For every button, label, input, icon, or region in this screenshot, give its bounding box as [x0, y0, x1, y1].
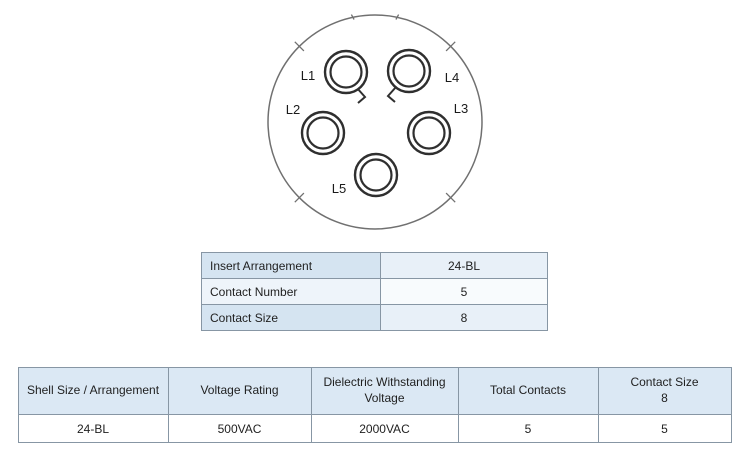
- key-right-icon: [386, 86, 397, 103]
- polarizing-keys: [355, 86, 397, 104]
- contact-inner-ring: [358, 158, 393, 192]
- contact-label-l4: L4: [444, 70, 458, 85]
- contact-label-l5: L5: [331, 181, 345, 196]
- spec-header-contact-size-title: Contact Size: [630, 375, 699, 390]
- spec-header-shell-size: Shell Size / Arrangement: [17, 367, 169, 415]
- contact-l2: L2: [285, 102, 345, 156]
- connector-diagram-svg: L1 L4 L2 L3: [266, 14, 483, 230]
- contact-number-value: 5: [380, 278, 548, 305]
- contact-l4: L4: [386, 48, 459, 94]
- contact-size-value: 8: [380, 304, 548, 331]
- insert-arrangement-value: 24-BL: [380, 252, 548, 279]
- shell-notch-ticks: [293, 14, 456, 203]
- contact-number-label: Contact Number: [201, 278, 381, 305]
- spec-header-row: Shell Size / Arrangement Voltage Rating …: [17, 367, 732, 415]
- contact-inner-ring: [328, 55, 363, 89]
- contact-inner-ring: [411, 116, 446, 150]
- spec-header-voltage-rating: Voltage Rating: [167, 367, 312, 415]
- key-left-icon: [355, 87, 366, 104]
- spec-cell-shell-size: 24-BL: [17, 414, 169, 443]
- contact-l1: L1: [300, 49, 368, 95]
- contact-label-l1: L1: [300, 68, 314, 83]
- table-row: Contact Size 8: [201, 304, 548, 331]
- spec-cell-contact-size: 5: [597, 414, 732, 443]
- contact-label-l3: L3: [453, 101, 467, 116]
- spec-cell-total-contacts: 5: [457, 414, 599, 443]
- contact-inner-ring: [391, 54, 426, 88]
- table-row: Insert Arrangement 24-BL: [201, 252, 548, 279]
- contact-l3: L3: [406, 101, 468, 156]
- spec-header-total-contacts: Total Contacts: [457, 367, 599, 415]
- contact-label-l2: L2: [285, 102, 299, 117]
- table-row: Contact Number 5: [201, 278, 548, 305]
- contact-inner-ring: [305, 116, 340, 150]
- insert-arrangement-label: Insert Arrangement: [201, 252, 381, 279]
- spec-header-dielectric: Dielectric Withstanding Voltage: [310, 367, 459, 415]
- spec-header-contact-size: Contact Size 8: [597, 367, 732, 415]
- spec-cell-voltage-rating: 500VAC: [167, 414, 312, 443]
- contact-l5: L5: [331, 152, 398, 198]
- shell-outline-circle: [266, 14, 483, 230]
- spec-data-row: 24-BL 500VAC 2000VAC 5 5: [17, 414, 732, 443]
- spec-cell-dielectric: 2000VAC: [310, 414, 459, 443]
- connector-diagram: L1 L4 L2 L3: [266, 14, 483, 230]
- spec-table: Shell Size / Arrangement Voltage Rating …: [17, 367, 732, 443]
- insert-arrangement-table: Insert Arrangement 24-BL Contact Number …: [201, 252, 548, 331]
- spec-header-contact-size-sub: 8: [661, 391, 668, 405]
- contact-size-label: Contact Size: [201, 304, 381, 331]
